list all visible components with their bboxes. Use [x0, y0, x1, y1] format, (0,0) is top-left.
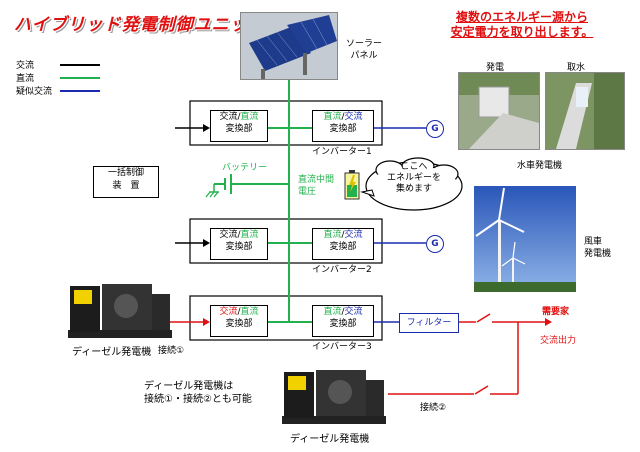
- acdc-converter-1: 交流/直流 変換部: [210, 110, 268, 142]
- outline-row-3: [189, 295, 383, 341]
- dc-bus-label-1: 直流中間: [298, 175, 335, 185]
- connection-2-label: 接続②: [420, 403, 447, 413]
- legend-dc-line: [60, 77, 100, 79]
- dcac-converter-3: 直流/交流 変換部: [312, 305, 374, 337]
- output-switch-1: [476, 313, 491, 323]
- water-intake-photo: [545, 72, 625, 150]
- dcac-converter-1: 直流/交流 変換部: [312, 110, 374, 142]
- load-label: 需要家: [542, 307, 570, 317]
- dcac-2-unit: 変換部: [329, 242, 357, 252]
- dcac-converter-2: 直流/交流 変換部: [312, 228, 374, 260]
- slogan-line-1: 複数のエネルギー源から: [455, 10, 588, 24]
- diesel-note: ディーゼル発電機は 接続①・接続②とも可能: [144, 380, 252, 406]
- battery-icon: [344, 170, 360, 200]
- diesel-generator-photo-2: [282, 366, 386, 424]
- wind-label-line-1: 風車: [584, 237, 603, 247]
- acdc-converter-3: 交流/直流 変換部: [210, 305, 268, 337]
- generator-icon-hydro: G: [426, 120, 444, 138]
- acdc-2-from: 交流: [219, 230, 238, 240]
- legend-ac-line: [60, 64, 100, 66]
- dcac-1-from: 直流: [323, 112, 342, 122]
- ac-output-label: 交流出力: [540, 336, 577, 346]
- callout-line-2: エネルギーを: [386, 173, 441, 183]
- legend-ac-label: 交流: [16, 61, 35, 71]
- diesel-generator-label-1: ディーゼル発電機: [72, 347, 152, 358]
- battery-label: バッテリー: [222, 163, 268, 173]
- hydro-tag-power: 発電: [486, 63, 505, 73]
- acdc-3-to: 直流: [240, 307, 259, 317]
- diesel-note-line-1: ディーゼル発電機は: [144, 381, 234, 392]
- dc-bus-label: 直流中間 電圧: [298, 174, 334, 198]
- wind-turbine-photo: [474, 186, 576, 292]
- dcac-3-to: 交流: [344, 307, 363, 317]
- dcac-1-to: 交流: [344, 112, 363, 122]
- outline-row-2: [189, 218, 383, 264]
- acdc-2-to: 直流: [240, 230, 259, 240]
- dc-bus-label-2: 電圧: [298, 187, 317, 197]
- hydro-generator-label: 水車発電機: [517, 161, 563, 171]
- callout-cloud-icon: [360, 157, 463, 211]
- solar-panel-label: ソーラー パネル: [346, 38, 382, 62]
- inverter-3-label: インバーター3: [312, 342, 372, 352]
- dcac-3-from: 直流: [323, 307, 342, 317]
- acdc-3-from: 交流: [219, 307, 238, 317]
- dcac-2-to: 交流: [344, 230, 363, 240]
- callout-line-3: 集めます: [395, 184, 432, 194]
- solar-label-line-1: ソーラー: [346, 39, 383, 49]
- control-unit-line-2: 装 置: [112, 181, 140, 191]
- acdc-3-unit: 変換部: [225, 319, 253, 329]
- hydro-tag-intake: 取水: [567, 63, 586, 73]
- dcac-1-unit: 変換部: [329, 124, 357, 134]
- outline-row-1: [189, 100, 383, 146]
- diesel-note-line-2: 接続①・接続②とも可能: [144, 394, 252, 405]
- inverter-2-label: インバーター2: [312, 265, 372, 275]
- legend-dc-label: 直流: [16, 74, 35, 84]
- solar-label-line-2: パネル: [350, 51, 378, 61]
- diagram-title: ハイブリッド発電制御ユニット: [14, 15, 266, 35]
- acdc-1-unit: 変換部: [225, 124, 253, 134]
- solar-panel-photo: [240, 12, 338, 80]
- acdc-1-to: 直流: [240, 112, 259, 122]
- generator-icon-wind: G: [426, 235, 444, 253]
- diesel-generator-photo-1: [68, 280, 172, 338]
- callout-line-1: ここへ: [400, 162, 428, 172]
- slogan-line-2: 安定電力を取り出します。: [450, 25, 594, 39]
- wind-generator-label: 風車 発電機: [584, 236, 611, 260]
- legend-pseudo-ac-line: [60, 90, 100, 92]
- filter-box: フィルター: [399, 313, 459, 333]
- slogan: 複数のエネルギー源から 安定電力を取り出します。: [432, 10, 612, 40]
- dcac-2-from: 直流: [323, 230, 342, 240]
- diesel-2-switch: [474, 385, 489, 395]
- acdc-2-unit: 変換部: [225, 242, 253, 252]
- dcac-3-unit: 変換部: [329, 319, 357, 329]
- diesel-generator-label-2: ディーゼル発電機: [290, 434, 370, 445]
- acdc-converter-2: 交流/直流 変換部: [210, 228, 268, 260]
- legend-pseudo-ac-label: 疑似交流: [16, 87, 53, 97]
- connection-1-label: 接続①: [158, 346, 185, 356]
- callout-text: ここへ エネルギーを 集めます: [366, 162, 462, 210]
- control-unit-box: 一括制御 装 置: [93, 166, 159, 198]
- acdc-1-from: 交流: [219, 112, 238, 122]
- control-unit-line-1: 一括制御: [107, 168, 144, 178]
- hydro-generator-photo: [458, 72, 540, 150]
- wind-label-line-2: 発電機: [584, 249, 612, 259]
- inverter-1-label: インバーター1: [312, 147, 372, 157]
